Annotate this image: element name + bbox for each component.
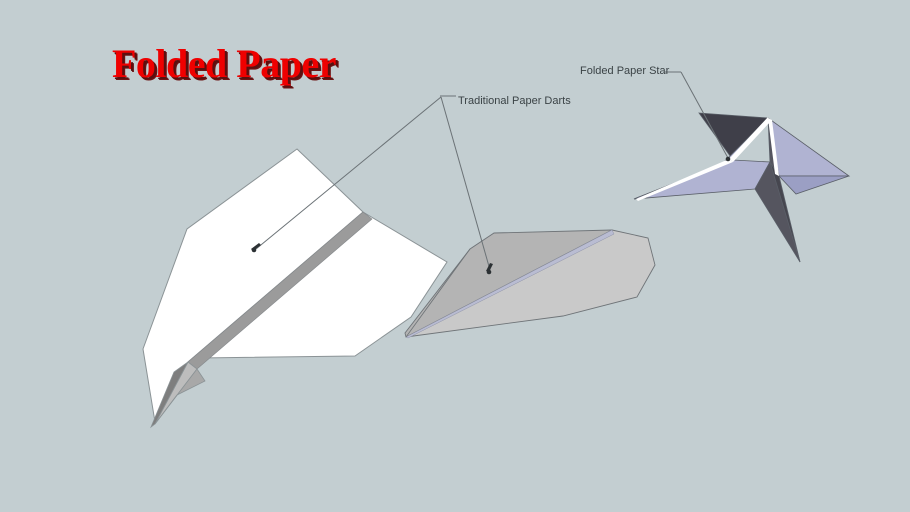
leader-darts-to-gray [440,96,491,271]
star-fold-highlight-spine [768,118,779,176]
gray-dart-ridge [405,229,615,339]
page-title: Folded Paper [112,41,336,86]
folded-paper-star[interactable] [633,112,851,263]
leader-darts-to-white [255,96,442,250]
white-paper-dart[interactable] [142,148,448,429]
arrowpoint-star [725,156,731,162]
callout-leaders [255,71,729,271]
gray-dart-nose [405,248,471,338]
callout-label-folded-paper-star: Folded Paper Star [580,65,670,77]
white-dart-keel-dark [150,361,189,429]
callout-arrowheads [251,156,731,275]
leader-star-to-star [680,71,729,159]
arrowhead-gray-dart [486,263,493,272]
arrowpoint-white-dart [251,247,257,253]
star-point-right-light-lower [778,175,850,195]
white-dart-keel-wedge [154,368,206,425]
star-point-right-light [767,117,851,177]
arrowpoint-gray-dart [486,269,492,275]
star-fold-highlight-left [636,159,733,201]
gray-paper-dart[interactable] [404,229,656,339]
callout-label-traditional-paper-darts: Traditional Paper Darts [458,95,571,107]
star-fold-highlight [729,117,770,162]
